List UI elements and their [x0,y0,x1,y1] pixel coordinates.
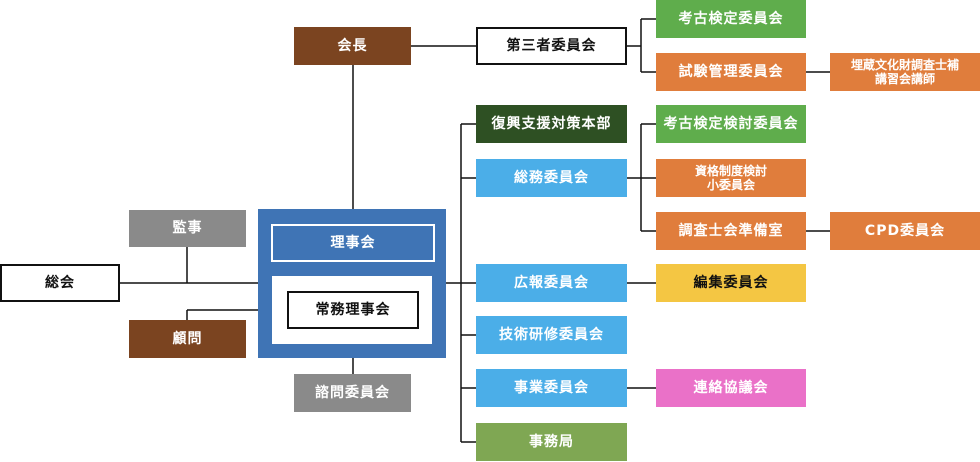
node-koho: 広報委員会 [476,264,627,302]
node-koko-kento: 考古検定検討委員会 [656,105,806,143]
node-jimukyoku: 事務局 [476,423,627,461]
node-jomu: 常務理事会 [287,291,419,329]
node-chosashi: 調査士会準備室 [656,212,806,250]
node-gijutsu: 技術研修委員会 [476,316,627,354]
node-kanji: 監事 [129,210,246,247]
node-jigyo: 事業委員会 [476,369,627,407]
node-shiken: 試験管理委員会 [656,53,806,91]
node-somu: 総務委員会 [476,159,627,197]
node-soukai: 総会 [0,264,120,302]
node-komon: 顧問 [129,320,246,358]
node-cpd: CPD委員会 [830,212,980,250]
node-shimon: 諮問委員会 [294,374,411,412]
node-shikaku: 資格制度検討 小委員会 [656,159,806,197]
node-kaicho: 会長 [294,27,411,65]
node-koko-kentei: 考古検定委員会 [656,0,806,38]
node-daisansha: 第三者委員会 [476,27,627,65]
node-henshu: 編集委員会 [656,264,806,302]
node-renraku: 連絡協議会 [656,369,806,407]
node-rijikai: 理事会 [271,224,435,262]
node-maizo: 埋蔵文化財調査士補 講習会講師 [830,53,980,91]
node-fukko: 復興支援対策本部 [476,105,627,143]
